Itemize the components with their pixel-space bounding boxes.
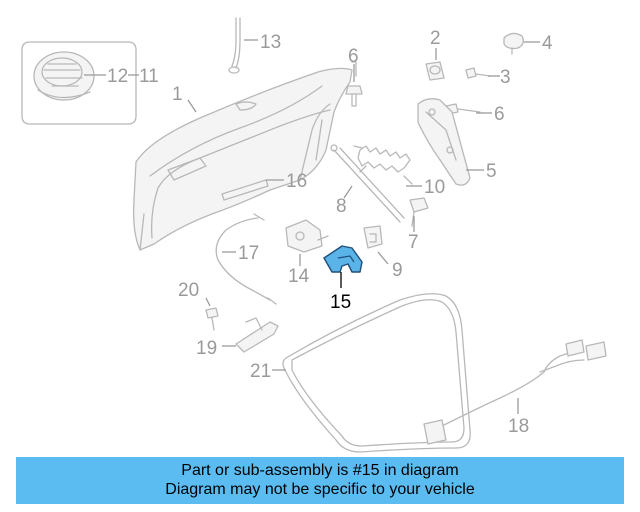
leader-8 bbox=[343, 185, 353, 199]
part-21-weatherstrip-seal bbox=[282, 293, 471, 453]
part-15-highlighted bbox=[323, 245, 363, 273]
callout-8: 8 bbox=[336, 196, 347, 217]
callout-6-right: 6 bbox=[494, 104, 505, 125]
banner-line-2: Diagram may not be specific to your vehi… bbox=[165, 481, 475, 498]
part-1-trunk-lid bbox=[132, 67, 353, 251]
part-4-rivet bbox=[503, 32, 524, 55]
part-17-release-cable bbox=[215, 213, 277, 305]
part-7-bumper bbox=[409, 197, 429, 227]
callout-6-top: 6 bbox=[348, 46, 359, 67]
part-13-hose bbox=[228, 17, 241, 74]
callout-15: 15 bbox=[330, 292, 351, 313]
leader-20 bbox=[205, 297, 211, 307]
callout-7: 7 bbox=[408, 232, 419, 253]
callout-17: 17 bbox=[238, 243, 259, 264]
part-14-latch bbox=[285, 219, 329, 253]
callout-14: 14 bbox=[288, 266, 310, 287]
part-9-striker bbox=[363, 225, 383, 249]
part-12-motor-inset bbox=[21, 41, 137, 125]
part-2-clip bbox=[425, 61, 445, 81]
callout-1: 1 bbox=[172, 84, 183, 105]
callout-12: 12 bbox=[107, 66, 128, 87]
callout-11: 11 bbox=[139, 66, 159, 87]
callout-20: 20 bbox=[178, 280, 199, 301]
info-banner: Part or sub-assembly is #15 in diagram D… bbox=[16, 457, 624, 504]
part-6-bolt-top bbox=[345, 61, 363, 107]
callout-21: 21 bbox=[250, 361, 271, 382]
part-20-bolt bbox=[205, 307, 219, 331]
callout-3: 3 bbox=[500, 67, 511, 88]
part-10-spring bbox=[353, 145, 413, 185]
callout-5: 5 bbox=[486, 161, 497, 182]
banner-line-1: Part or sub-assembly is #15 in diagram bbox=[181, 462, 459, 479]
part-3-screw bbox=[465, 67, 491, 79]
part-16-trim-strip bbox=[221, 179, 269, 201]
callout-9: 9 bbox=[392, 260, 403, 281]
leader-1 bbox=[187, 99, 197, 113]
callout-19: 19 bbox=[196, 338, 217, 359]
callout-13: 13 bbox=[260, 32, 281, 53]
part-18-wiring-harness bbox=[423, 339, 607, 445]
callout-4: 4 bbox=[542, 33, 553, 54]
leader-9 bbox=[377, 251, 389, 265]
part-5-hinge bbox=[417, 98, 471, 186]
part-19-bracket bbox=[235, 317, 279, 353]
callout-2: 2 bbox=[430, 28, 441, 49]
callout-16: 16 bbox=[286, 171, 307, 192]
callout-18: 18 bbox=[508, 416, 529, 437]
part-8-gas-strut bbox=[330, 144, 405, 223]
callout-10: 10 bbox=[424, 177, 445, 198]
